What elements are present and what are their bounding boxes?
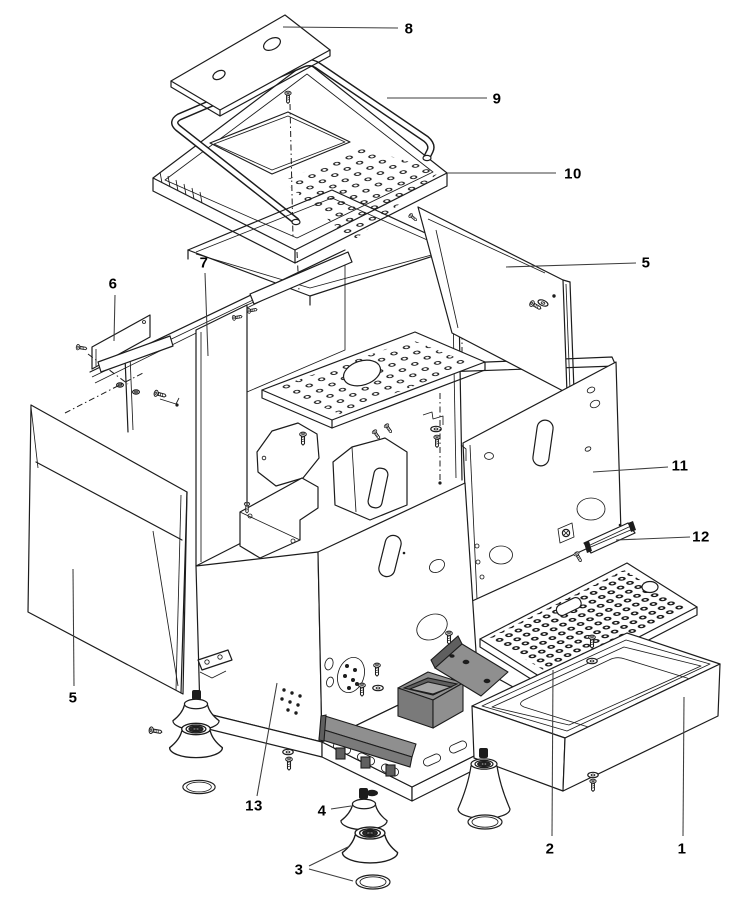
part-5-left-side-panel bbox=[27, 404, 188, 695]
foot-left bbox=[148, 690, 224, 795]
callout-13: 13 bbox=[245, 797, 263, 815]
part-1-drip-tray bbox=[471, 632, 721, 792]
callout-6: 6 bbox=[108, 275, 118, 293]
callout-9: 9 bbox=[492, 90, 502, 108]
part-3-foot-assembly bbox=[341, 826, 399, 890]
callout-4: 4 bbox=[317, 802, 327, 820]
leader-lines bbox=[72, 26, 691, 882]
gray-rail-bracket bbox=[318, 662, 417, 777]
mid-shelf-perforated bbox=[261, 331, 486, 429]
part-2-drip-grid bbox=[479, 562, 698, 692]
callout-7: 7 bbox=[199, 254, 209, 272]
callout-10: 10 bbox=[564, 165, 582, 183]
gray-plate bbox=[430, 630, 509, 697]
part-4-foot-top bbox=[340, 788, 388, 831]
callout-5-left: 5 bbox=[68, 689, 78, 707]
callout-2: 2 bbox=[545, 840, 555, 858]
part-11-inner-panel bbox=[460, 361, 622, 603]
chassis-brackets bbox=[239, 422, 408, 559]
part-6-plate bbox=[64, 314, 180, 414]
part-8-top-lid bbox=[170, 14, 331, 117]
callout-3: 3 bbox=[294, 861, 304, 879]
callout-1: 1 bbox=[677, 840, 687, 858]
callout-5-right: 5 bbox=[641, 254, 651, 272]
part-9-cup-rail bbox=[171, 58, 435, 226]
part-12-bracket bbox=[572, 521, 636, 564]
part-10-cup-warmer-tray bbox=[152, 61, 448, 292]
foot-right bbox=[457, 748, 511, 830]
part-7-divider-panel bbox=[195, 251, 353, 567]
gray-box bbox=[397, 671, 464, 729]
callout-12: 12 bbox=[692, 528, 710, 546]
callout-11: 11 bbox=[671, 457, 689, 475]
callout-8: 8 bbox=[404, 20, 414, 38]
